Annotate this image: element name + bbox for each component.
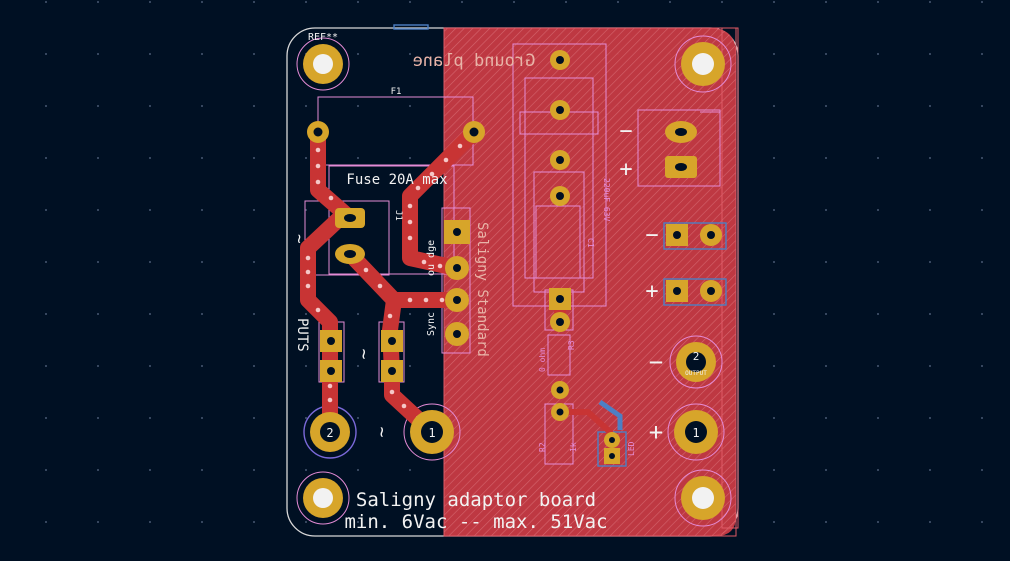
saligny-standard-label: Saligny Standard: [474, 222, 490, 357]
fuse-value: Fuse 20A max: [346, 172, 447, 188]
minus-marking-3: −: [649, 348, 663, 376]
plus-marking-2: +: [645, 279, 658, 304]
led-label: LED: [627, 441, 636, 456]
r3-value: 0 ohm: [538, 348, 547, 372]
mounting-hole-top-right[interactable]: 1: [681, 42, 725, 86]
ac-symbol-j1: ~: [290, 234, 309, 244]
ground-plane-zone: [443, 27, 739, 537]
mounting-hole-label: 1: [697, 487, 709, 511]
mounting-hole-label: 1: [318, 490, 329, 511]
input-terminal-right[interactable]: 1: [410, 410, 454, 454]
mounting-hole-bottom-left[interactable]: 1: [303, 478, 343, 518]
r2-ref: R2: [538, 442, 547, 452]
pad-number: 1: [428, 426, 435, 440]
fuse-pads[interactable]: [307, 121, 485, 143]
output-header-pads[interactable]: [666, 224, 722, 302]
output-terminal-1[interactable]: 1: [674, 410, 718, 454]
j1-connector-pads[interactable]: [335, 208, 365, 264]
r2-led-pads[interactable]: [551, 381, 620, 464]
plus-marking-1: +: [619, 157, 632, 182]
mounting-hole-bottom-right[interactable]: 1: [681, 476, 725, 520]
pad-number: 1: [692, 426, 699, 440]
sync-label: Sync: [426, 312, 437, 336]
mounting-hole-label: 1: [318, 55, 329, 76]
minus-marking-1: −: [619, 119, 632, 144]
dc-connector-pads[interactable]: [665, 111, 721, 178]
j1-ref: J1: [393, 210, 403, 221]
title-line-1: Saligny adaptor board: [356, 489, 596, 511]
input-ac-pads[interactable]: [320, 330, 403, 382]
r2-value: 1k: [569, 442, 578, 452]
plus-marking-3: +: [649, 418, 663, 446]
bridge-label: ou dge: [426, 240, 437, 276]
capacitor-ref: C1: [586, 238, 595, 248]
pad-number: 2: [693, 350, 700, 363]
mounting-hole-top-left[interactable]: 1: [303, 44, 343, 84]
ground-plane-label: Ground plane: [413, 51, 536, 71]
ac-symbol-left: ~: [353, 349, 374, 360]
fuse-ref: F1: [391, 87, 402, 97]
output-label: OUTPUT: [685, 370, 707, 377]
r3-ref: R3: [567, 340, 576, 350]
pad-number: 2: [326, 426, 333, 440]
output-terminal-2[interactable]: 2 OUTPUT: [676, 342, 716, 382]
ref-designator: REF**: [308, 32, 338, 43]
ac-symbol-bottom: ~: [371, 427, 392, 438]
capacitor-pads[interactable]: [549, 50, 571, 332]
minus-marking-2: −: [645, 223, 658, 248]
capacitor-value: 220uF 63V: [602, 178, 611, 222]
trace-fuse-right-to-bridge: [402, 124, 482, 276]
trace-fuse-to-j1: [310, 124, 358, 226]
input-terminal-left[interactable]: 2: [310, 412, 350, 452]
title-line-2: min. 6Vac -- max. 51Vac: [344, 511, 607, 533]
bridge-connector-pads[interactable]: [444, 220, 470, 346]
inputs-label: PUTS: [294, 318, 310, 352]
mounting-hole-label: 1: [697, 53, 709, 77]
